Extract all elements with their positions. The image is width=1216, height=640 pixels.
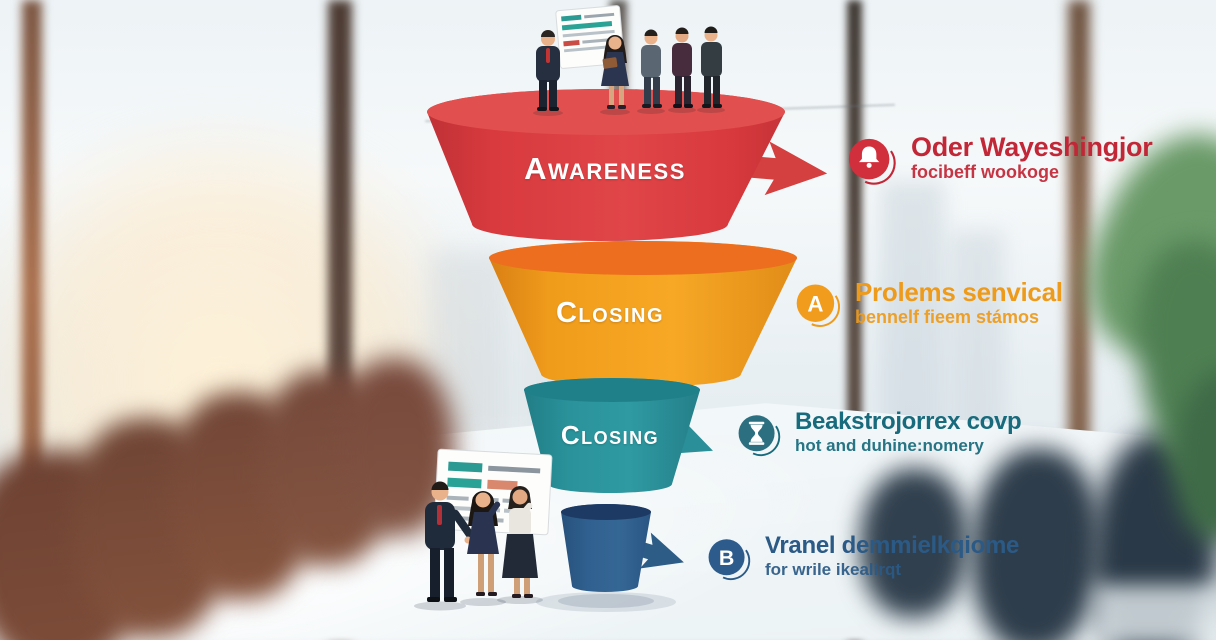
person-man-plum-suit	[668, 27, 696, 113]
funnel-ground-shadow	[558, 594, 654, 608]
people-group-bottom	[414, 481, 543, 611]
tier-label-closing-1: Closing	[555, 297, 665, 329]
funnel-tier-awareness	[427, 89, 785, 241]
board-row	[561, 21, 613, 31]
hourglass-icon	[738, 415, 781, 457]
annotation-subtitle: hot and duhine:nomery	[795, 435, 984, 455]
svg-text:B: B	[719, 546, 734, 570]
funnel-tier-closing-1	[489, 241, 797, 387]
annotation-subtitle: for wrile ikealirqt	[765, 559, 902, 579]
funnel-tier-closing-2	[524, 378, 700, 493]
tier-label-closing-2: Closing	[560, 420, 660, 450]
person-man-charcoal-suit	[697, 26, 725, 113]
board-row	[563, 39, 580, 47]
svg-text:A: A	[807, 291, 823, 316]
annotation-title: Vranel demmielkqiome	[765, 532, 1020, 559]
arrow-awareness	[748, 141, 828, 196]
board-row	[447, 477, 482, 489]
funnel-ground-shadow	[536, 592, 676, 612]
board-row	[488, 465, 541, 474]
board-row	[563, 45, 611, 53]
person-woman-navy-dress	[467, 491, 501, 596]
letter-b-icon: B	[708, 539, 751, 581]
people-group-top	[533, 26, 725, 116]
annotation-closing-2: Beakstrojorrex covp hot and duhine:nomer…	[736, 408, 1022, 460]
annotation-title: Beakstrojorrex covp	[795, 408, 1022, 435]
annotation-title: Oder Wayeshingjor	[911, 132, 1153, 162]
board-row	[487, 479, 518, 491]
window-mullion-right-2	[1068, 0, 1090, 520]
annotation-text: Beakstrojorrex covp hot and duhine:nomer…	[795, 408, 1022, 455]
annotation-text: Prolems senvical bennelf fieem stámos	[855, 277, 1063, 328]
arrow-bottom	[631, 532, 684, 569]
funnel-tier-bottom	[561, 504, 651, 592]
tier-label-awareness: Awareness	[524, 151, 686, 186]
board-row	[561, 14, 582, 22]
board-row	[582, 37, 615, 44]
annotation-subtitle: bennelf fieem stámos	[855, 307, 1040, 328]
person-woman-white-top	[502, 486, 538, 598]
board-row	[448, 461, 483, 473]
annotation-awareness: Oder Wayeshingjor focibeff wookoge	[846, 132, 1153, 189]
board-row	[562, 29, 615, 38]
table-corner-light	[1095, 585, 1216, 640]
person-businessman-red-tie	[425, 481, 475, 602]
board-row	[584, 12, 615, 19]
annotation-title: Prolems senvical	[855, 277, 1063, 307]
annotation-text: Oder Wayeshingjor focibeff wookoge	[911, 132, 1153, 183]
annotation-text: Vranel demmielkqiome for wrile ikealirqt	[765, 532, 1020, 579]
bell-icon	[848, 138, 896, 185]
annotation-bottom: B Vranel demmielkqiome for wrile ikealir…	[706, 532, 1020, 584]
annotation-closing-1: A Prolems senvical bennelf fieem stámos	[794, 277, 1063, 331]
annotation-subtitle: focibeff wookoge	[911, 162, 1059, 183]
person-man-gray-sweater	[637, 29, 665, 114]
person-businessman-navy	[533, 30, 563, 116]
letter-a-icon: A	[796, 284, 841, 327]
board-row	[446, 495, 469, 501]
person-businesswoman-presenter	[600, 35, 630, 115]
